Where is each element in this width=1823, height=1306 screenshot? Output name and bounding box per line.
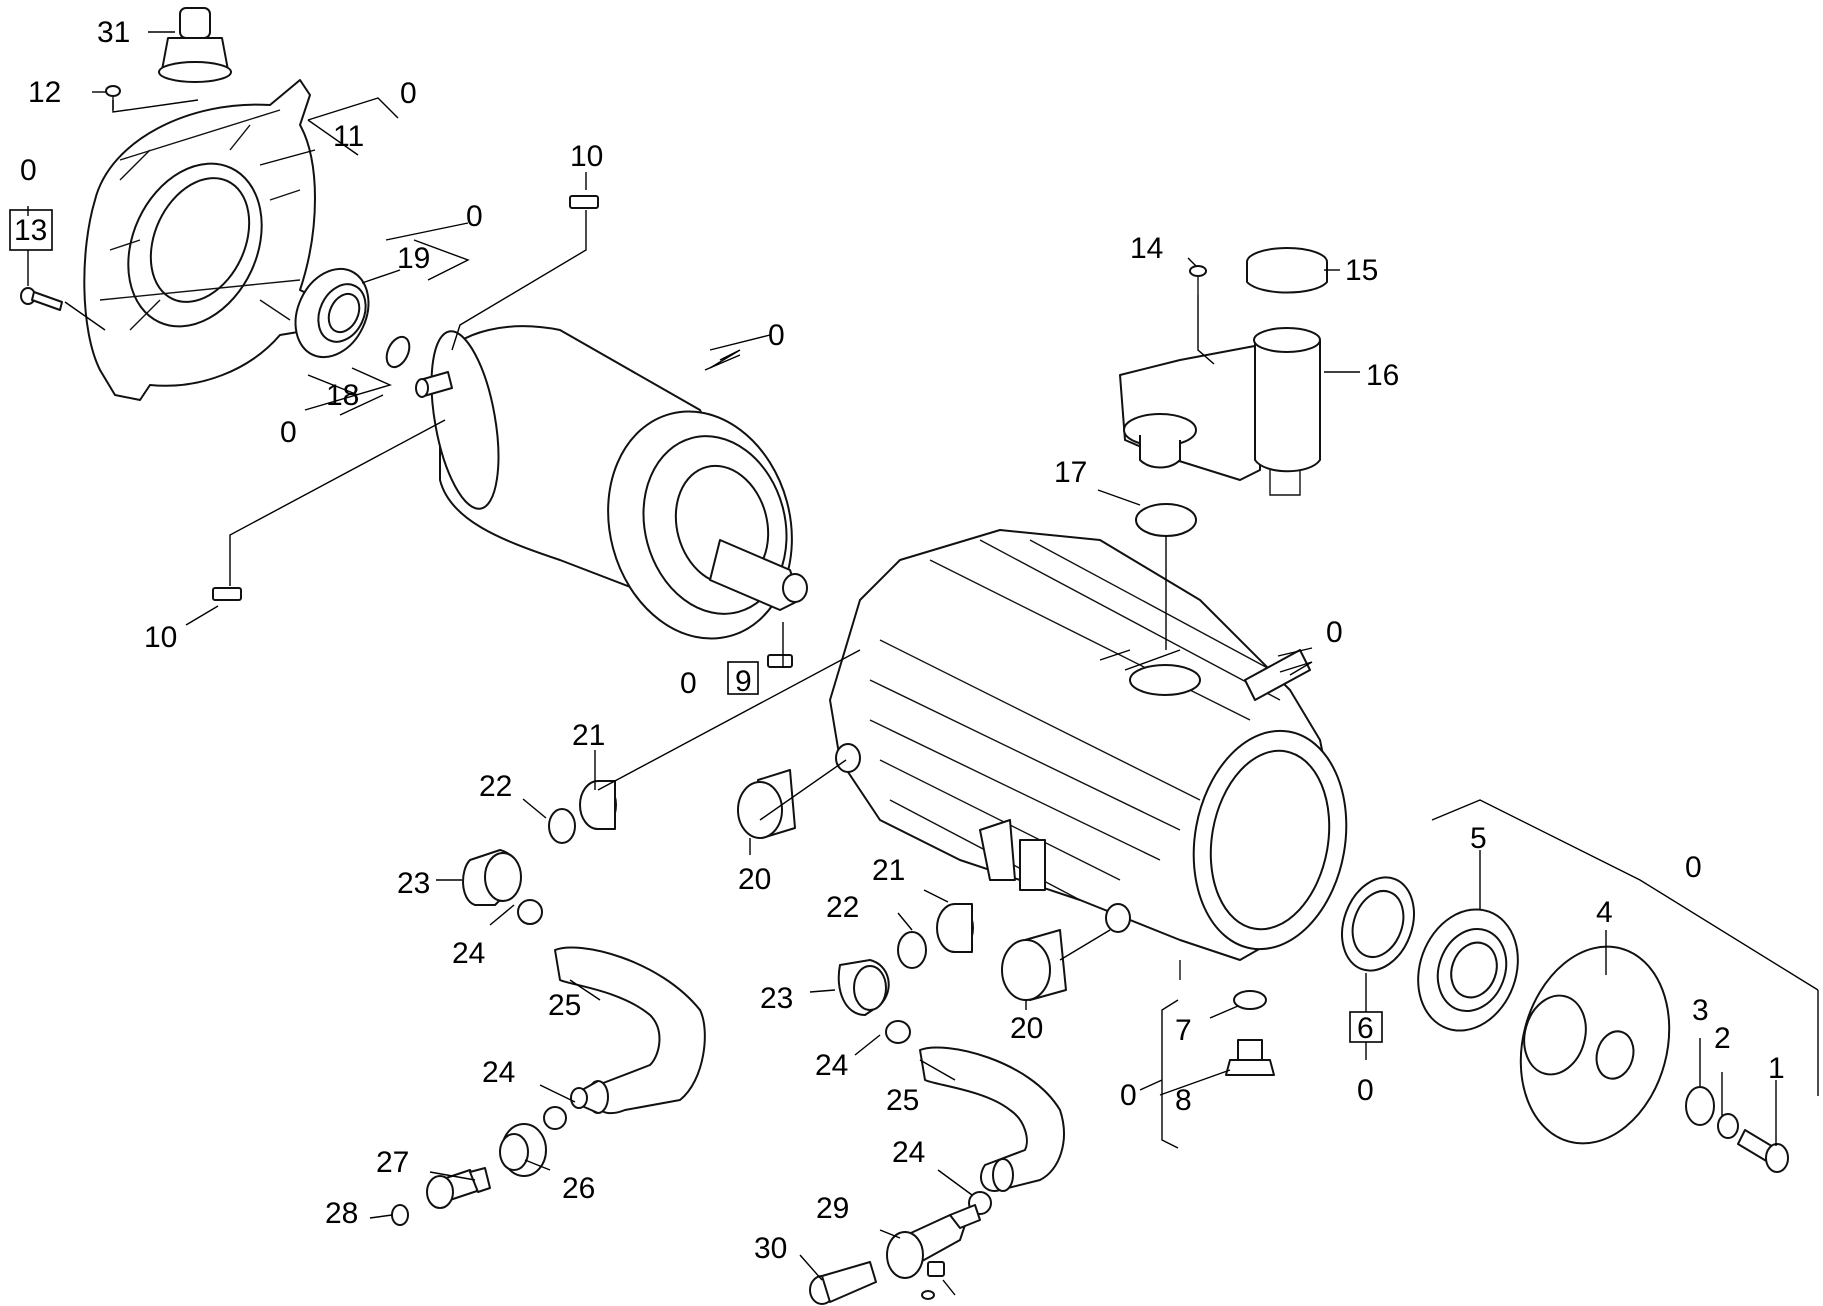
callout-5: 5 <box>1470 822 1487 855</box>
o-ring-17-part <box>1135 503 1197 537</box>
cap-15-part <box>1246 247 1328 294</box>
washer-2-part <box>1717 1113 1739 1139</box>
valve-29-part <box>886 1204 981 1300</box>
callout-10-bottom: 10 <box>144 621 177 654</box>
callout-25a: 25 <box>548 989 581 1022</box>
callout-7: 7 <box>1175 1014 1192 1047</box>
connector-26-part <box>499 1123 547 1177</box>
motor-rotor-part <box>415 325 808 640</box>
callout-0-19: 0 <box>466 200 483 233</box>
callout-4: 4 <box>1596 896 1613 929</box>
callout-17: 17 <box>1054 456 1087 489</box>
callout-box-6 <box>1349 1011 1383 1043</box>
disc-4-part <box>1519 945 1671 1145</box>
bearing-19-part <box>294 267 370 359</box>
hose-assembly-a-part <box>462 780 706 1130</box>
callout-24d: 24 <box>892 1136 925 1169</box>
callout-9: 9 <box>735 665 752 698</box>
key-10-bottom-part <box>212 587 242 601</box>
callout-0-11: 0 <box>400 77 417 110</box>
callout-0-13: 0 <box>20 154 37 187</box>
callout-26: 26 <box>562 1172 595 1205</box>
callout-0-motor: 0 <box>768 319 785 352</box>
callout-28: 28 <box>325 1197 358 1230</box>
screw-14-part <box>1189 265 1207 295</box>
callout-0-78: 0 <box>1120 1079 1137 1112</box>
damper-20a-part <box>737 769 796 839</box>
washer-3-part <box>1685 1086 1715 1126</box>
plug-8-part <box>1225 1039 1275 1076</box>
callout-30: 30 <box>754 1232 787 1265</box>
key-10-top-part <box>569 195 599 209</box>
callout-11: 11 <box>333 120 364 153</box>
callout-22b: 22 <box>826 891 859 924</box>
callout-21a: 21 <box>572 719 605 752</box>
callout-box-9 <box>727 661 759 695</box>
callout-2: 2 <box>1714 1022 1731 1055</box>
callout-0-6: 0 <box>1357 1074 1374 1107</box>
callout-14: 14 <box>1130 232 1163 265</box>
hose-assembly-b-part <box>837 903 1065 1215</box>
callout-labels: 31 12 0 11 0 13 10 0 19 18 0 0 10 0 9 14… <box>14 16 1785 1265</box>
callout-24c: 24 <box>815 1049 848 1082</box>
long-bolt-part <box>20 287 63 311</box>
callout-22a: 22 <box>479 770 512 803</box>
intake-housing-part <box>1119 327 1321 496</box>
callout-8: 8 <box>1175 1084 1192 1117</box>
callout-24b: 24 <box>482 1056 515 1089</box>
callout-20b: 20 <box>1010 1012 1043 1045</box>
end-cover-part <box>83 79 321 401</box>
callout-13: 13 <box>14 214 47 247</box>
callout-0-housing: 0 <box>1326 616 1343 649</box>
main-housing-part <box>829 529 1348 980</box>
callout-19: 19 <box>397 242 430 275</box>
bolt-1-part <box>1737 1129 1789 1173</box>
o-ring-7-part <box>1233 990 1267 1010</box>
callout-10-top: 10 <box>570 140 603 173</box>
callout-20a: 20 <box>738 863 771 896</box>
callout-12: 12 <box>28 76 61 109</box>
nipple-27-part <box>426 1167 491 1209</box>
callout-29: 29 <box>816 1192 849 1225</box>
leader-lines <box>27 31 1819 1296</box>
callout-31: 31 <box>97 16 130 49</box>
callout-1: 1 <box>1768 1052 1785 1085</box>
callout-25b: 25 <box>886 1084 919 1117</box>
key-9-part <box>767 654 793 668</box>
filter-30-part <box>809 1261 877 1305</box>
top-fitting-part <box>158 7 232 83</box>
callout-6: 6 <box>1357 1012 1374 1045</box>
callout-21b: 21 <box>872 854 905 887</box>
callout-0-18: 0 <box>280 416 297 449</box>
callout-27: 27 <box>376 1146 409 1179</box>
callout-18: 18 <box>326 379 359 412</box>
circlip-18-part <box>385 335 411 369</box>
callout-3: 3 <box>1692 994 1709 1027</box>
callout-24a: 24 <box>452 937 485 970</box>
o-ring-28-part <box>391 1204 409 1226</box>
damper-20b-part <box>1001 929 1067 1001</box>
callout-16: 16 <box>1366 359 1399 392</box>
callout-0-9: 0 <box>680 667 697 700</box>
callout-23b: 23 <box>760 982 793 1015</box>
callout-15: 15 <box>1345 254 1378 287</box>
callout-0-group: 0 <box>1685 851 1702 884</box>
callout-box-13 <box>9 209 53 251</box>
callout-23a: 23 <box>397 867 430 900</box>
seal-6-part <box>1341 876 1415 972</box>
bearing-5-part <box>1417 908 1519 1032</box>
